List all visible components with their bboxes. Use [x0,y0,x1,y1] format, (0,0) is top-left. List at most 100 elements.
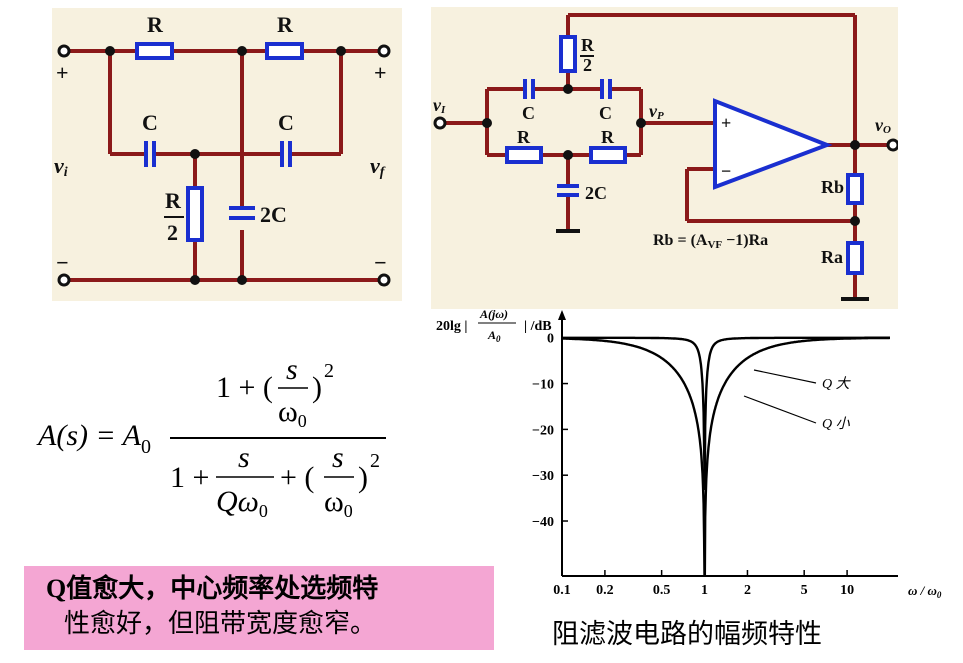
x-axis-label: ω / ω [908,583,937,598]
formula-num-omega-sub: 0 [298,411,307,431]
resistor-r-top-right [265,42,304,60]
label-v-out: v [370,153,380,178]
label-opamp-plus: + [721,113,731,133]
terminal-in-plus [57,44,71,58]
x-tick-label: 0.5 [653,583,671,598]
capacitor-c-right [280,141,292,167]
label-r-right: R [601,127,615,147]
y-tick-label: −10 [532,378,554,393]
opamp-triangle [713,98,833,190]
x-tick-label: 2 [744,583,751,598]
resistor-r-left [505,146,543,164]
y-tick-label: −30 [532,469,554,484]
series-curve-q-small [562,336,890,575]
formula-lhs-sub: 0 [141,436,151,458]
svg-text:Rb = (AVF −1)Ra: Rb = (AVF −1)Ra [653,232,768,251]
terminal-input [433,116,447,130]
label-v-p: v [649,101,658,121]
twin-t-network-diagram: R R C C R 2 2C + + − − vi vf [52,8,402,301]
label-r-half-num: R [165,188,182,213]
svg-text:vI: vI [433,95,446,116]
label-v-in-sub: I [440,104,446,116]
resistor-r-top-left [135,42,174,60]
label-r-left: R [517,127,531,147]
y-tick-label: 0 [547,332,554,347]
formula-num-exp: 2 [324,360,334,382]
capacitor-2c [557,184,579,197]
svg-text:vO: vO [875,115,891,136]
resistor-r-half [559,35,577,73]
svg-text:ω0: ω0 [324,485,353,521]
label-c-right: C [278,110,294,135]
x-tick-label: 0.1 [553,583,571,598]
note-line-2: 性愈好，但阻带宽度愈窄。 [64,609,377,639]
label-rb-formula-end: −1)Ra [722,232,768,249]
label-plus-left: + [56,60,69,85]
label-v-in-sub: i [64,165,68,180]
svg-text:vi: vi [54,153,68,180]
x-tick-label: 0.2 [596,583,614,598]
terminal-output [886,138,900,152]
terminal-in-minus [57,273,71,287]
formula-den-omega: ω [324,485,344,518]
label-c-left: C [522,103,535,123]
q-note-box: Q值愈大，中心频率处选频特 性愈好，但阻带宽度愈窄。 [24,566,494,650]
annotation-q-small: Q 小 [822,416,851,432]
svg-text:A(s) = A0: A(s) = A0 [36,419,151,458]
note-line1-text: 值愈大，中心频率处选频特 [66,574,379,604]
resistor-ra [846,241,864,275]
label-ra: Ra [821,247,843,267]
resistor-r-right [589,146,627,164]
y-axis-label-prefix: 20lg | [436,319,467,334]
label-minus-left: − [56,250,69,275]
label-2c: 2C [260,202,287,227]
label-minus-right: − [374,250,387,275]
y-tick-label: −40 [532,515,554,530]
formula-lhs: A(s) = A [36,419,142,452]
svg-text:Qω0: Qω0 [216,485,268,521]
label-v-in: v [433,95,442,115]
label-plus-right: + [374,60,387,85]
formula-num-close: ) [312,371,322,404]
formula-den-s2: s [332,441,344,474]
label-v-out: v [875,115,884,135]
notch-filter-opamp-diagram: R 2 C C R R 2C + − Rb Ra Rb = (AVF −1)Ra… [431,7,901,309]
annotation-leader [743,395,817,424]
svg-text:vP: vP [649,101,664,122]
y-axis-label-suffix: | /dB [524,319,552,334]
label-v-out-sub: f [380,165,386,180]
label-c-right: C [599,103,612,123]
x-tick-label: 10 [840,583,854,598]
label-v-in: v [54,153,64,178]
annotation-q-large: Q 大 [822,376,852,392]
note-q: Q [46,574,67,603]
label-2c: 2C [585,183,607,203]
capacitor-2c [229,206,255,220]
formula-den-q: Qω [216,485,259,518]
label-v-out-sub: O [883,124,891,136]
x-axis-label-sub: 0 [937,590,942,600]
transfer-function-formula: A(s) = A0 1 + ( s ω0 ) 2 1 + s Qω0 + ( s… [30,345,430,530]
svg-text:A0: A0 [487,328,501,344]
formula-den-plus: + ( [280,461,314,494]
formula-den-one: 1 + [170,461,209,494]
formula-den-q-sub: 0 [259,501,268,521]
series-curve-q-large [562,336,890,491]
formula-num-one: 1 + ( [216,371,273,404]
label-opamp-minus: − [721,161,731,181]
formula-den-s1: s [238,441,250,474]
formula-den-close: ) [358,461,368,494]
formula-num-s: s [286,353,298,386]
y-axis-label-num: A(jω) [479,307,508,321]
label-r-half-den: 2 [583,55,592,75]
chart-caption: 阻滤波电路的幅频特性 [552,619,822,650]
label-c-left: C [142,110,158,135]
label-r-top-left: R [147,12,164,37]
terminal-out-plus [377,44,391,58]
label-v-p-sub: P [657,110,664,122]
svg-text:vf: vf [370,153,386,180]
x-tick-label: 5 [801,583,808,598]
y-axis-arrow [558,310,566,320]
